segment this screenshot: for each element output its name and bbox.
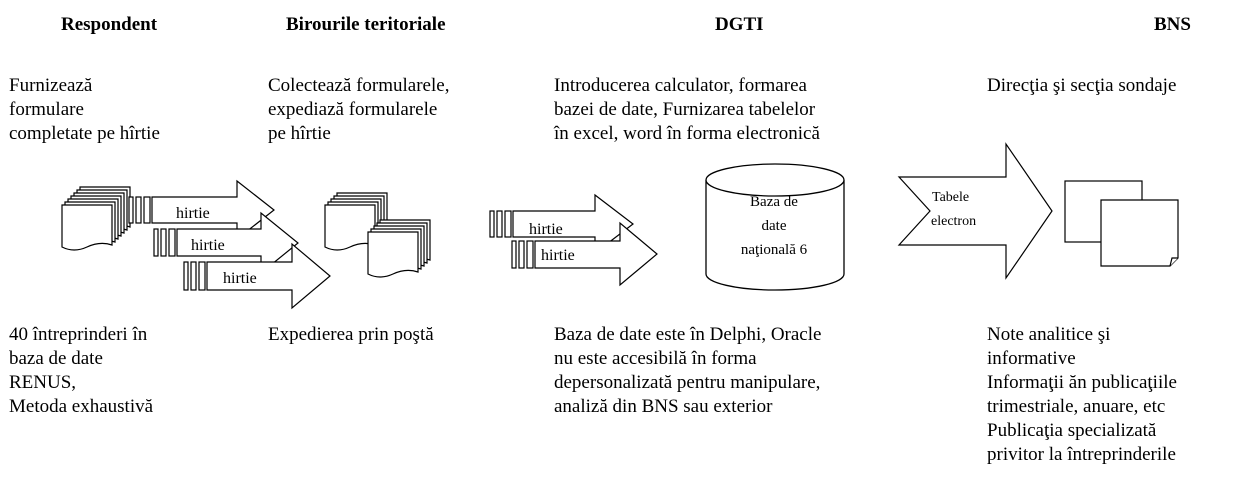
text-line: 40 întreprinderi în bbox=[9, 324, 148, 345]
text-line: Colectează formularele, bbox=[268, 75, 450, 96]
birouri-bottom-text: Expedierea prin poştă bbox=[268, 323, 434, 347]
text-line: informative bbox=[987, 348, 1076, 369]
header-dgti: DGTI bbox=[715, 14, 764, 35]
text-line: expediază formularele bbox=[268, 99, 438, 120]
text-line: nu este accesibilă în forma bbox=[554, 348, 757, 369]
text-line: bazei de date, Furnizarea tabelelor bbox=[554, 99, 816, 120]
database-label-line: Baza de bbox=[750, 194, 798, 210]
text-line: completate pe hîrtie bbox=[9, 123, 160, 144]
text-line: analiză din BNS sau exterior bbox=[554, 396, 773, 417]
text-line: Metoda exhaustivă bbox=[9, 396, 154, 417]
arrow-label: Tabele bbox=[932, 190, 969, 205]
arrow-label: electron bbox=[931, 214, 976, 229]
birouri-arrow-1-icon bbox=[489, 193, 634, 255]
arrow-label: hirtie bbox=[176, 205, 210, 222]
text-line: Note analitice şi bbox=[987, 324, 1111, 345]
database-label-line: naţională 6 bbox=[741, 242, 808, 258]
text-line: depersonalizată pentru manipulare, bbox=[554, 372, 821, 393]
text-line: Direcţia şi secţia sondaje bbox=[987, 75, 1177, 96]
text-line: Introducerea calculator, formarea bbox=[554, 75, 807, 96]
arrow-label: hirtie bbox=[191, 237, 225, 254]
respondent-top-text: Furnizează formulare completate pe hîrti… bbox=[9, 74, 160, 146]
respondent-arrow-2-icon bbox=[153, 211, 299, 275]
respondent-document-stack-icon bbox=[61, 186, 131, 251]
text-line: pe hîrtie bbox=[268, 123, 331, 144]
text-line: Publicaţia specializată bbox=[987, 420, 1157, 441]
birouri-document-stack-2-icon bbox=[367, 219, 431, 278]
respondent-arrow-3-icon bbox=[183, 242, 331, 310]
text-line: baza de date bbox=[9, 348, 103, 369]
bns-documents-icon bbox=[1064, 180, 1179, 267]
database-cylinder-icon bbox=[705, 163, 845, 291]
birouri-top-text: Colectează formularele, expediază formul… bbox=[268, 74, 449, 146]
header-bns: BNS bbox=[1154, 14, 1191, 35]
header-respondent: Respondent bbox=[61, 14, 158, 35]
database-label-line: date bbox=[762, 218, 787, 234]
arrow-label: hirtie bbox=[223, 270, 257, 287]
arrow-label: hirtie bbox=[529, 221, 563, 238]
text-line: Informaţii ăn publicaţiile bbox=[987, 372, 1177, 393]
tabele-electron-arrow-icon bbox=[897, 142, 1053, 280]
respondent-bottom-text: 40 întreprinderi în baza de date RENUS, … bbox=[9, 323, 153, 419]
text-line: formulare bbox=[9, 99, 84, 120]
text-line: privitor la întreprinderile bbox=[987, 444, 1176, 465]
dgti-top-text: Introducerea calculator, formarea bazei … bbox=[554, 74, 820, 146]
text-line: Baza de date este în Delphi, Oracle bbox=[554, 324, 822, 345]
text-line: RENUS, bbox=[9, 372, 77, 393]
header-birourile-teritoriale: Birourile teritoriale bbox=[286, 14, 446, 35]
birouri-arrow-2-icon bbox=[511, 221, 658, 287]
bns-bottom-text: Note analitice şi informative Informaţii… bbox=[987, 323, 1177, 467]
text-line: trimestriale, anuare, etc bbox=[987, 396, 1166, 417]
bns-top-text: Direcţia şi secţia sondaje bbox=[987, 74, 1176, 98]
respondent-arrow-1-icon bbox=[128, 179, 275, 241]
text-line: Expedierea prin poştă bbox=[268, 324, 434, 345]
text-line: în excel, word în forma electronică bbox=[554, 123, 820, 144]
text-line: Furnizează bbox=[9, 75, 93, 96]
arrow-label: hirtie bbox=[541, 247, 575, 264]
dgti-bottom-text: Baza de date este în Delphi, Oracle nu e… bbox=[554, 323, 821, 419]
